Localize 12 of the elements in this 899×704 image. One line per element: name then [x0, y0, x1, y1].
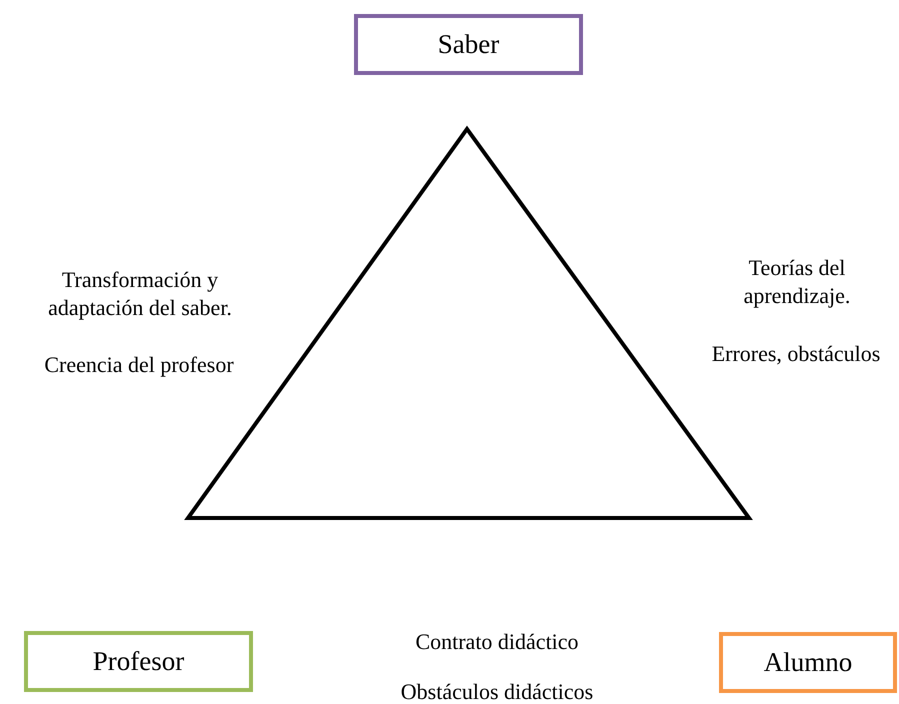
concept-label: Saber — [438, 29, 500, 60]
concept-label: Alumno — [764, 647, 852, 678]
concept-box — [719, 632, 897, 693]
annotation-text: Creencia del profesor — [43, 351, 235, 379]
concept-box — [24, 631, 253, 692]
annotation-text: Teorías del aprendizaje. — [742, 254, 852, 310]
annotation-text: Contrato didáctico — [414, 628, 580, 656]
annotation-text: Obstáculos didácticos — [400, 678, 594, 704]
concept-box — [354, 14, 583, 75]
annotation-text: Transformación y adaptación del saber. — [47, 266, 233, 322]
annotation-text: Errores, obstáculos — [710, 340, 882, 368]
concept-label: Profesor — [92, 646, 184, 677]
